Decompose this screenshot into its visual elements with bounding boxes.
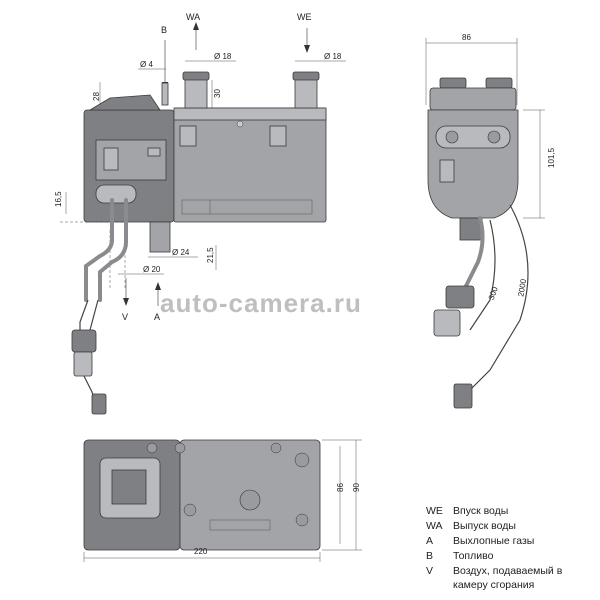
dim-30: 30	[213, 89, 222, 98]
legend-text-b: Топливо	[453, 550, 494, 562]
dim-d18-we: Ø 18	[324, 52, 342, 61]
legend-code-wa: WA	[426, 520, 443, 532]
dim-101-5: 101,5	[547, 147, 556, 168]
legend-text-a: Выхлопные газы	[453, 535, 534, 547]
dim-86-top: 86	[336, 483, 345, 492]
arrow-b-label: B	[161, 25, 167, 35]
dim-220: 220	[194, 547, 208, 556]
dim-d18-wa: Ø 18	[214, 52, 232, 61]
arrow-v-label: V	[122, 312, 128, 322]
dim-21-5: 21,5	[206, 247, 215, 263]
legend-text-wa: Выпуск воды	[453, 520, 516, 532]
legend-code-b: B	[426, 550, 433, 562]
legend-code-we: WE	[426, 505, 443, 517]
dim-86-end: 86	[462, 33, 471, 42]
dim-d24: Ø 24	[172, 248, 190, 257]
legend-text-we: Впуск воды	[453, 505, 508, 517]
arrow-b: B	[161, 25, 168, 90]
dim-2000: 2000	[516, 278, 528, 298]
arrow-wa: WA	[186, 12, 200, 50]
legend-text-v-continued: камеру сгорания	[453, 579, 534, 591]
arrow-we-label: WE	[297, 12, 312, 22]
arrow-wa-label: WA	[186, 12, 200, 22]
arrow-a-label: A	[154, 312, 160, 322]
arrow-we: WE	[297, 12, 312, 53]
legend-text-v: Воздух, подаваемый в	[453, 565, 563, 577]
watermark: auto-camera.ru	[160, 288, 362, 318]
legend: WE Впуск воды WA Выпуск воды A Выхлопные…	[426, 505, 563, 591]
dim-300: 300	[487, 285, 500, 301]
legend-code-v: V	[426, 565, 433, 577]
dim-28: 28	[92, 92, 101, 101]
dim-d20: Ø 20	[143, 265, 161, 274]
dim-90: 90	[352, 483, 361, 492]
side-view: B WA WE Ø 4 Ø 18 Ø 18 28 30 16,5 21,5	[54, 12, 346, 415]
dim-16-5: 16,5	[54, 191, 63, 207]
legend-code-a: A	[426, 535, 433, 547]
top-view: 220 86 90	[83, 439, 362, 562]
end-view: 86 101,5 300 2000	[425, 33, 556, 409]
dim-d4: Ø 4	[140, 60, 153, 69]
